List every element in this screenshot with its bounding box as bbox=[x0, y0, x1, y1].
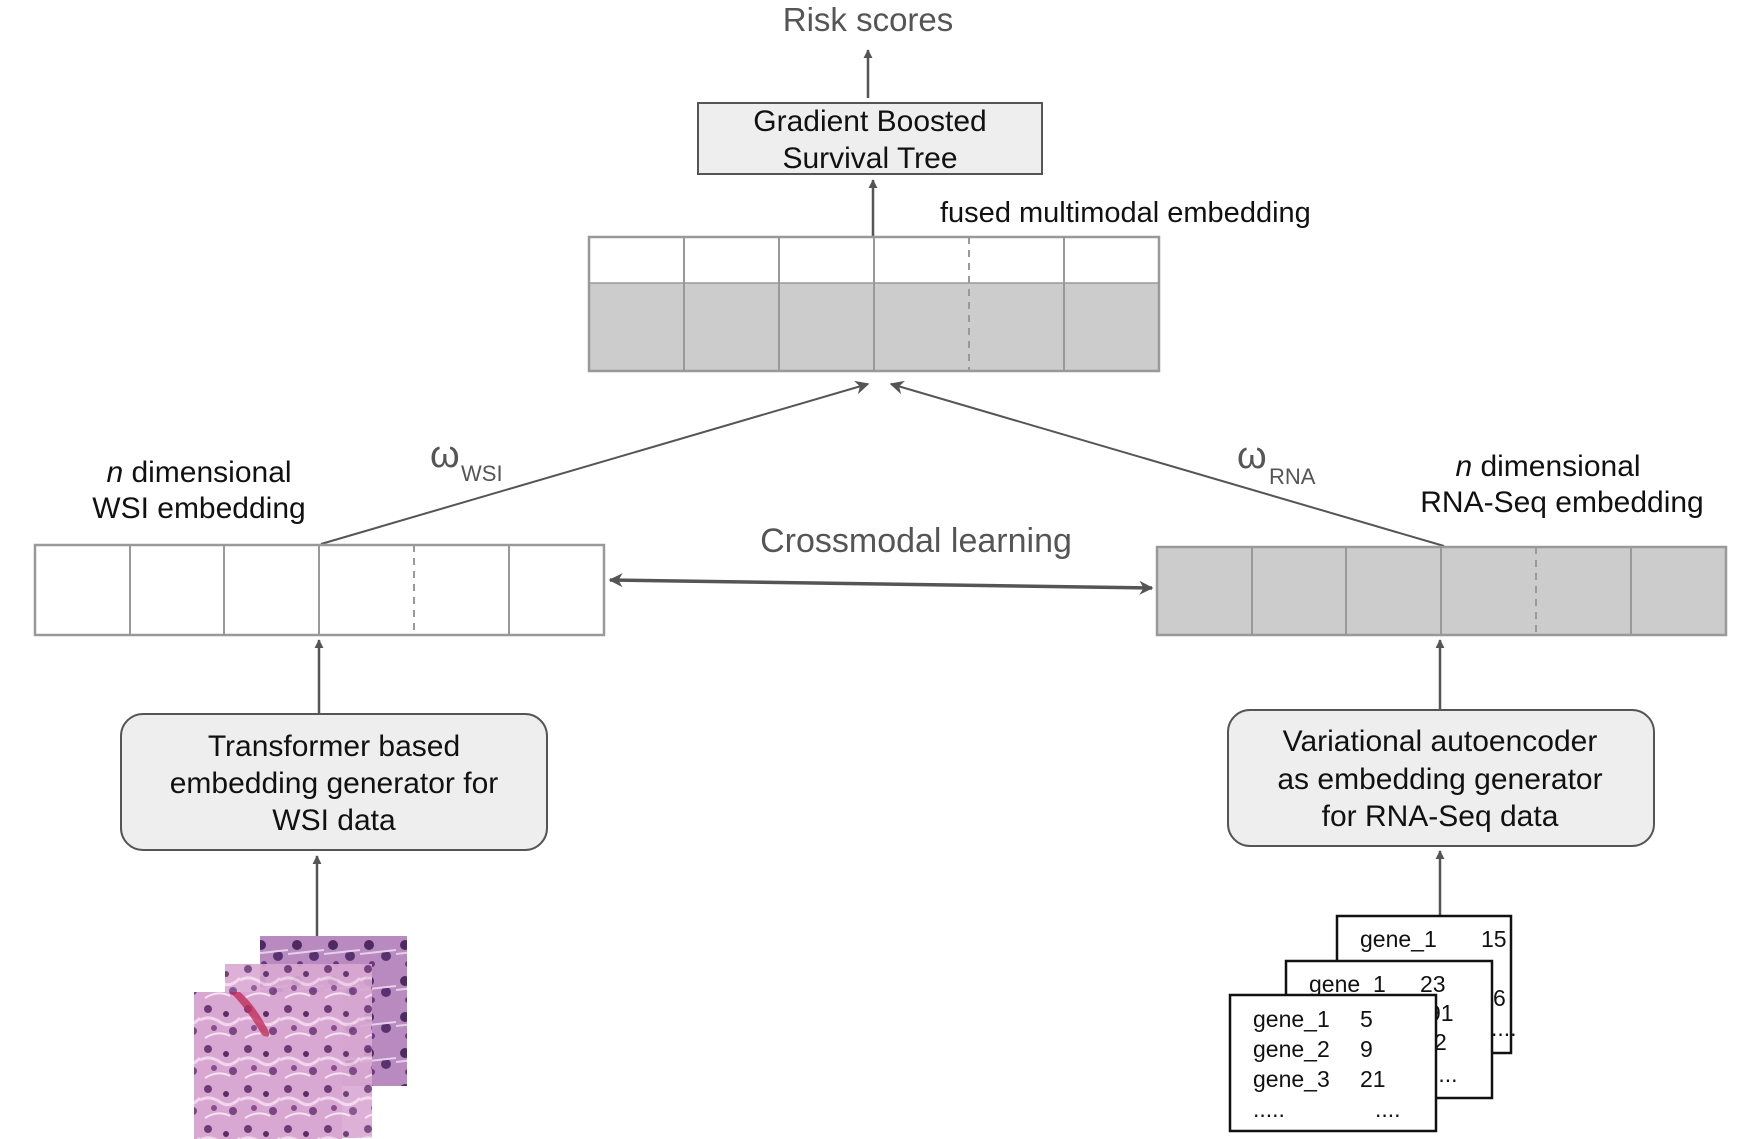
wsi-generator-line2: embedding generator for bbox=[170, 767, 499, 800]
omega-rna-label: ω RNA bbox=[1237, 435, 1316, 489]
svg-text:gene_1: gene_1 bbox=[1360, 926, 1437, 952]
crossmodal-learning-label: Crossmodal learning bbox=[760, 522, 1072, 560]
model-label-line2: Survival Tree bbox=[782, 142, 957, 175]
gene-value-cell: 5 bbox=[1360, 1006, 1373, 1032]
rna-generator-box: Variational autoencoder as embedding gen… bbox=[1227, 709, 1655, 847]
svg-text:WSI: WSI bbox=[461, 461, 503, 486]
svg-text:....: .... bbox=[1375, 1096, 1401, 1122]
wsi-generator-line3: WSI data bbox=[272, 804, 396, 837]
svg-text:ω: ω bbox=[430, 434, 460, 476]
wsi-weighted-arrow bbox=[320, 380, 870, 545]
crossmodal-double-arrow bbox=[608, 573, 1154, 595]
rna-embedding-label-line2: RNA-Seq embedding bbox=[1420, 486, 1704, 519]
wsi-embedding-label-line1: n dimensional bbox=[106, 456, 291, 489]
omega-wsi-label: ω WSI bbox=[430, 434, 503, 486]
risk-scores-label: Risk scores bbox=[783, 1, 954, 38]
svg-text:....: .... bbox=[1491, 1015, 1517, 1041]
wsi-generator-line1: Transformer based bbox=[208, 730, 460, 763]
svg-text:23: 23 bbox=[1420, 971, 1446, 997]
gradient-boosted-survival-tree-box: Gradient Boosted Survival Tree bbox=[697, 102, 1043, 175]
rna-generator-line2: as embedding generator bbox=[1277, 763, 1602, 796]
gene-value-cell: 9 bbox=[1360, 1036, 1373, 1062]
rna-generator-line1: Variational autoencoder bbox=[1283, 725, 1598, 758]
rna-embedding-vector bbox=[1155, 545, 1728, 637]
svg-text:6: 6 bbox=[1493, 985, 1506, 1011]
fused-embedding-vector bbox=[587, 235, 1161, 373]
gene-table-front: gene_1 5 gene_2 9 gene_3 21 ..... .... bbox=[1228, 993, 1438, 1133]
rna-generator-line3: for RNA-Seq data bbox=[1322, 800, 1559, 833]
svg-text:gene_1: gene_1 bbox=[1309, 971, 1386, 997]
svg-text:15: 15 bbox=[1481, 926, 1507, 952]
histology-slides-image bbox=[194, 936, 407, 1139]
fused-embedding-label: fused multimodal embedding bbox=[940, 197, 1311, 229]
wsi-embedding-label-line2: WSI embedding bbox=[92, 492, 305, 525]
wsi-embedding-vector bbox=[33, 543, 606, 637]
rna-weighted-arrow bbox=[889, 380, 1445, 547]
gene-name-cell: gene_1 bbox=[1253, 1006, 1330, 1032]
wsi-generator-box: Transformer based embedding generator fo… bbox=[120, 713, 548, 851]
model-label-line1: Gradient Boosted bbox=[753, 105, 986, 138]
rna-embedding-label-line1: n dimensional bbox=[1455, 450, 1640, 483]
svg-text:ω: ω bbox=[1237, 435, 1267, 477]
svg-text:.....: ..... bbox=[1253, 1096, 1285, 1122]
svg-text:RNA: RNA bbox=[1269, 464, 1316, 489]
gene-name-cell: gene_2 bbox=[1253, 1036, 1330, 1062]
gene-value-cell: 21 bbox=[1360, 1066, 1386, 1092]
gene-name-cell: gene_3 bbox=[1253, 1066, 1330, 1092]
